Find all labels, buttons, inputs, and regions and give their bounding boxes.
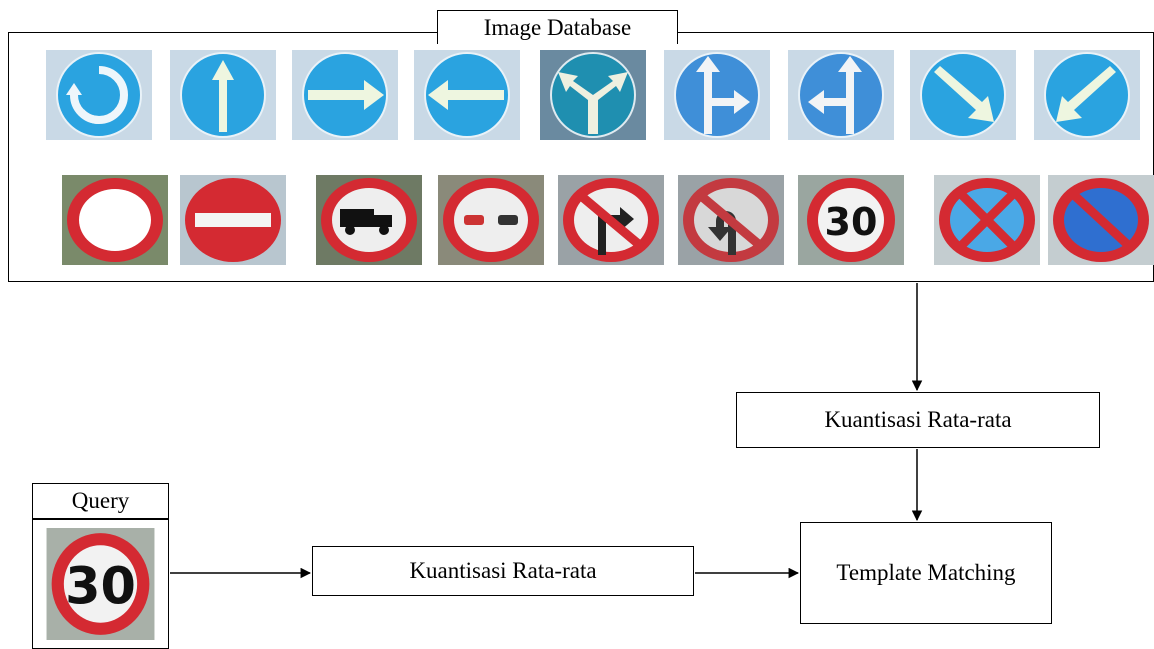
keep-left-sign-icon (1034, 50, 1140, 140)
query-speed-limit-sign-icon: 30 (46, 528, 155, 640)
roundabout-sign-icon (46, 50, 152, 140)
template-matching-block: Template Matching (800, 522, 1052, 624)
image-database-title: Image Database (437, 10, 678, 44)
straight-or-left-sign-icon (788, 50, 894, 140)
quantization-query-block: Kuantisasi Rata-rata (312, 546, 694, 596)
no-stopping-sign-icon (934, 175, 1040, 265)
quantization-db-block: Kuantisasi Rata-rata (736, 392, 1100, 448)
straight-ahead-sign-icon (170, 50, 276, 140)
fork-left-right-sign-icon (540, 50, 646, 140)
query-image: 30 (32, 519, 169, 649)
no-parking-sign-icon (1048, 175, 1154, 265)
straight-or-right-sign-icon (664, 50, 770, 140)
no-u-turn-sign-icon (678, 175, 784, 265)
query-title: Query (32, 483, 169, 519)
keep-right-sign-icon (910, 50, 1016, 140)
no-overtaking-sign-icon (438, 175, 544, 265)
no-trucks-sign-icon (316, 175, 422, 265)
turn-left-sign-icon (414, 50, 520, 140)
turn-right-sign-icon (292, 50, 398, 140)
no-right-turn-sign-icon (558, 175, 664, 265)
no-vehicles-sign-icon (62, 175, 168, 265)
svg-text:30: 30 (825, 200, 878, 244)
no-entry-sign-icon (180, 175, 286, 265)
query-sign-text: 30 (65, 557, 136, 616)
speed-limit-sign-icon: 30 (798, 175, 904, 265)
